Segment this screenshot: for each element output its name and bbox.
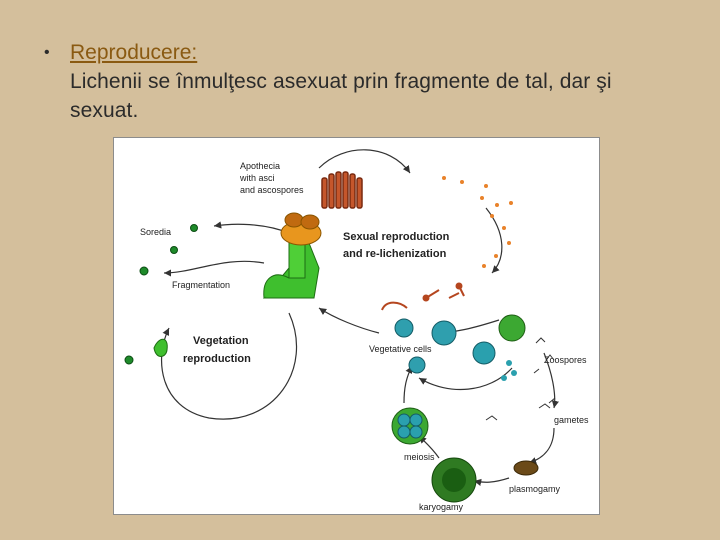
lichen-life-cycle-diagram: Apothecia with asci and ascospores Sored… (113, 137, 600, 515)
label-fragmentation: Fragmentation (172, 280, 230, 290)
lichen-thallus-icon (262, 212, 322, 299)
slide-body-text: Lichenii se înmulţesc asexuat prin fragm… (70, 70, 612, 122)
label-karyogamy: karyogamy (419, 502, 464, 512)
arrow-apothecia-to-spores (318, 149, 411, 174)
arrow-to-soredia (213, 221, 290, 234)
arrow-zoospore-loop (418, 367, 513, 391)
label-zoospores: Zoospores (544, 355, 587, 365)
arrow-gametes-to-plasmogamy (528, 427, 555, 465)
ascospore-dots (442, 176, 513, 268)
label-vegetation-2: reproduction (183, 353, 251, 365)
label-apothecia-2: with asci (239, 173, 275, 183)
arrow-vegetation-loop (160, 312, 298, 420)
arrow-spores-to-germinating (485, 207, 503, 274)
bullet-icon: • (44, 44, 50, 61)
germinating-spore-icons (422, 282, 465, 302)
label-sexual-1: Sexual reproduction (343, 231, 450, 243)
meiosis-icon (391, 407, 429, 445)
zoospore-icons (533, 337, 555, 374)
label-soredia: Soredia (140, 227, 171, 237)
label-sexual-2: and re-lichenization (343, 248, 447, 260)
label-vegetative-cells: Vegetative cells (369, 344, 432, 354)
soredia-icons (124, 224, 198, 365)
slide-heading: Reproducere: (70, 41, 198, 64)
plasmogamy-icon (513, 460, 539, 476)
ascocarp-icon (321, 171, 363, 209)
karyogamy-icon (431, 457, 477, 503)
label-plasmogamy: plasmogamy (509, 484, 561, 494)
arrow-plasmogamy-to-karyogamy (473, 477, 510, 486)
label-gametes: gametes (554, 415, 589, 425)
label-meiosis: meiosis (404, 452, 435, 462)
label-apothecia-1: Apothecia (240, 161, 280, 171)
label-apothecia-3: and ascospores (240, 185, 304, 195)
thallus-fragment-icon (153, 338, 168, 357)
arrow-to-fragment (163, 260, 265, 277)
gamete-icons (485, 397, 556, 421)
arrow-meiosis-to-cells (403, 365, 413, 404)
diagram-canvas: Apothecia with asci and ascospores Sored… (124, 149, 589, 512)
arrow-cells-to-lichen (318, 307, 380, 334)
vegetative-cell-icons (381, 301, 457, 374)
algal-cell-icons (472, 314, 526, 381)
label-vegetation-1: Vegetation (193, 335, 249, 347)
